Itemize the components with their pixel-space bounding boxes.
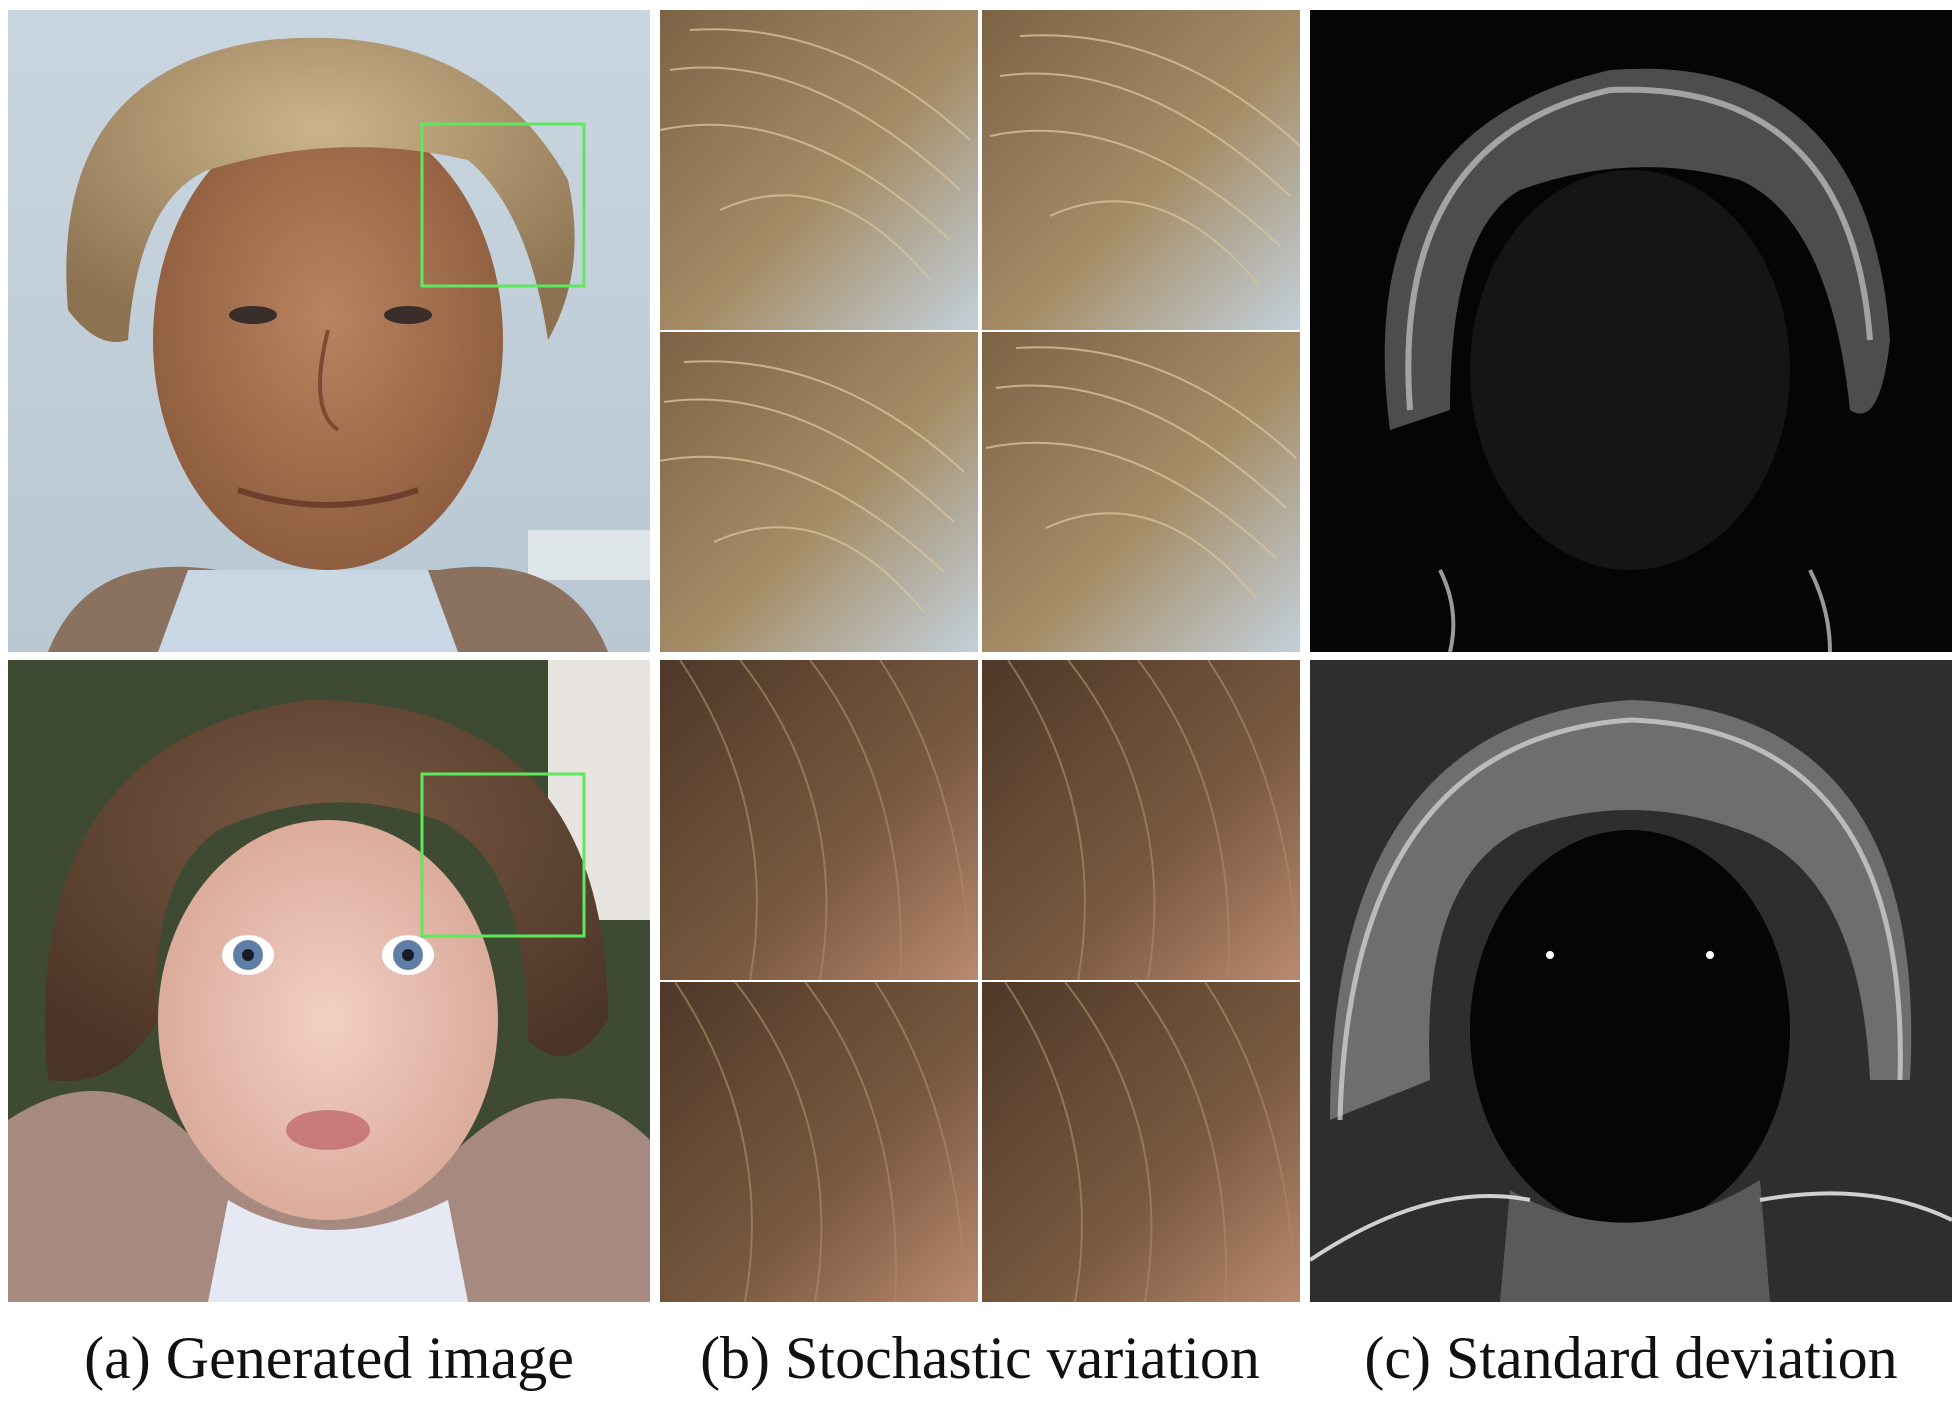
caption-standard-deviation: (c) Standard deviation — [1364, 1325, 1898, 1391]
stddev-map-adult — [1310, 10, 1952, 652]
variation-crop-5 — [660, 660, 978, 981]
variation-crop-8 — [982, 981, 1300, 1302]
caption-generated-image: (a) Generated image — [84, 1325, 574, 1391]
generated-image-child — [8, 660, 650, 1302]
variation-crop-7 — [660, 981, 978, 1302]
variation-crop-4 — [982, 332, 1300, 652]
stddev-map-child — [1310, 660, 1952, 1302]
stochastic-variation-adult-grid — [660, 10, 1300, 652]
generated-image-adult — [8, 10, 650, 652]
variation-crop-2 — [982, 10, 1300, 330]
variation-crop-6 — [982, 660, 1300, 981]
variation-crop-1 — [660, 10, 978, 330]
caption-stochastic-variation: (b) Stochastic variation — [700, 1325, 1260, 1391]
crop-box-adult — [420, 122, 586, 288]
crop-box-child — [420, 772, 586, 938]
variation-crop-3 — [660, 332, 978, 652]
stochastic-variation-child-grid — [660, 660, 1300, 1302]
